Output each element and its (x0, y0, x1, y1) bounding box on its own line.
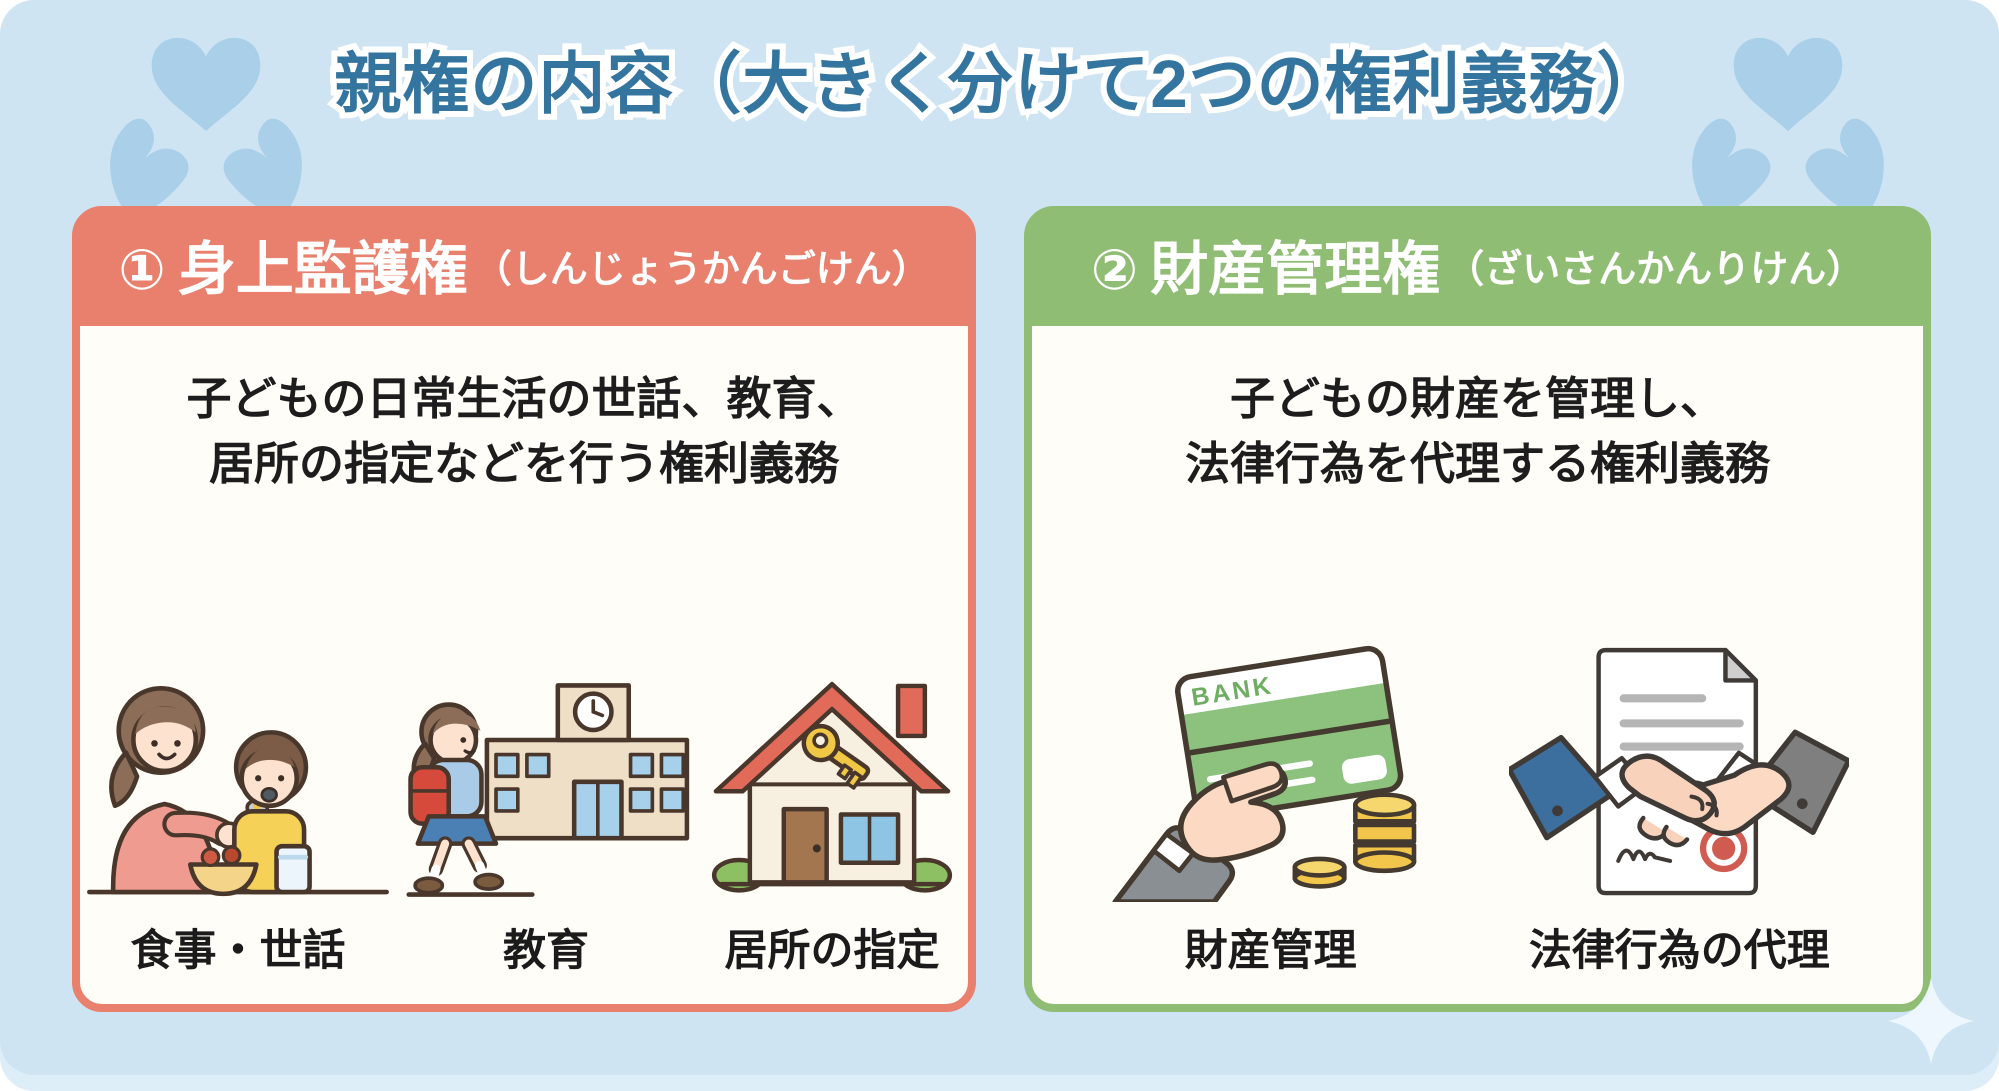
hands-heart-icon (110, 37, 302, 233)
circled-number: ② (1090, 238, 1139, 301)
icon-item: 居所の指定 (698, 652, 966, 978)
card-heading-reading: （しんじょうかんごけん） (473, 249, 930, 291)
property-card-body: 子どもの財産を管理し、 法律行為を代理する権利義務 BANK (1032, 326, 1923, 1004)
icon-item: 教育 (396, 638, 696, 978)
description-line: 子どもの日常生活の世話、教育、 (186, 373, 862, 424)
custody-card-header: ① 身上監護権 （しんじょうかんごけん） (80, 214, 968, 326)
property-management-card: ② 財産管理権 （ざいさんかんりけん） 子どもの財産を管理し、 法律行為を代理す… (1024, 206, 1931, 1012)
bank-card-icon: BANK (1112, 645, 1416, 902)
icon-caption: 食事・世話 (130, 927, 346, 975)
description-line: 居所の指定などを行う権利義務 (208, 438, 839, 490)
handshake-icon (1509, 647, 1850, 896)
card-heading-reading: （ざいさんかんりけん） (1446, 249, 1865, 291)
card-heading: 財産管理権 (1150, 237, 1441, 302)
custody-card-body: 子どもの日常生活の世話、教育、 居所の指定などを行う権利義務 (80, 326, 968, 1004)
property-card-header: ② 財産管理権 （ざいさんかんりけん） (1032, 214, 1923, 326)
icon-caption: 法律行為の代理 (1528, 927, 1830, 975)
description-line: 法律行為を代理する権利義務 (1184, 438, 1770, 490)
circled-number: ① (118, 238, 166, 301)
icon-item: BANK (1106, 627, 1436, 978)
icon-row: BANK (1032, 497, 1923, 1005)
icon-row: 食事・世話 (80, 497, 968, 1005)
icon-caption: 居所の指定 (724, 927, 940, 975)
card-description: 子どもの日常生活の世話、教育、 居所の指定などを行う権利義務 (186, 366, 861, 497)
icon-item: 食事・世話 (82, 660, 394, 978)
sparkle-icon (1888, 978, 1974, 1064)
card-description: 子どもの財産を管理し、 法律行為を代理する権利義務 (1185, 366, 1770, 497)
personal-custody-card: ① 身上監護権 （しんじょうかんごけん） 子どもの日常生活の世話、教育、 居所の… (72, 206, 976, 1012)
description-line: 子どもの財産を管理し、 (1229, 373, 1725, 424)
house-key-icon (711, 681, 953, 893)
icon-caption: 教育 (503, 927, 589, 975)
school-icon (406, 683, 690, 897)
hands-heart-icon (1692, 37, 1884, 233)
page-title: 親権の内容（大きく分けて2つの権利義務） (328, 41, 1669, 128)
meal-care-icon (87, 686, 389, 897)
icon-caption: 財産管理 (1184, 927, 1357, 975)
card-heading: 身上監護権 (177, 237, 468, 302)
icon-item: 法律行為の代理 (1509, 634, 1850, 978)
